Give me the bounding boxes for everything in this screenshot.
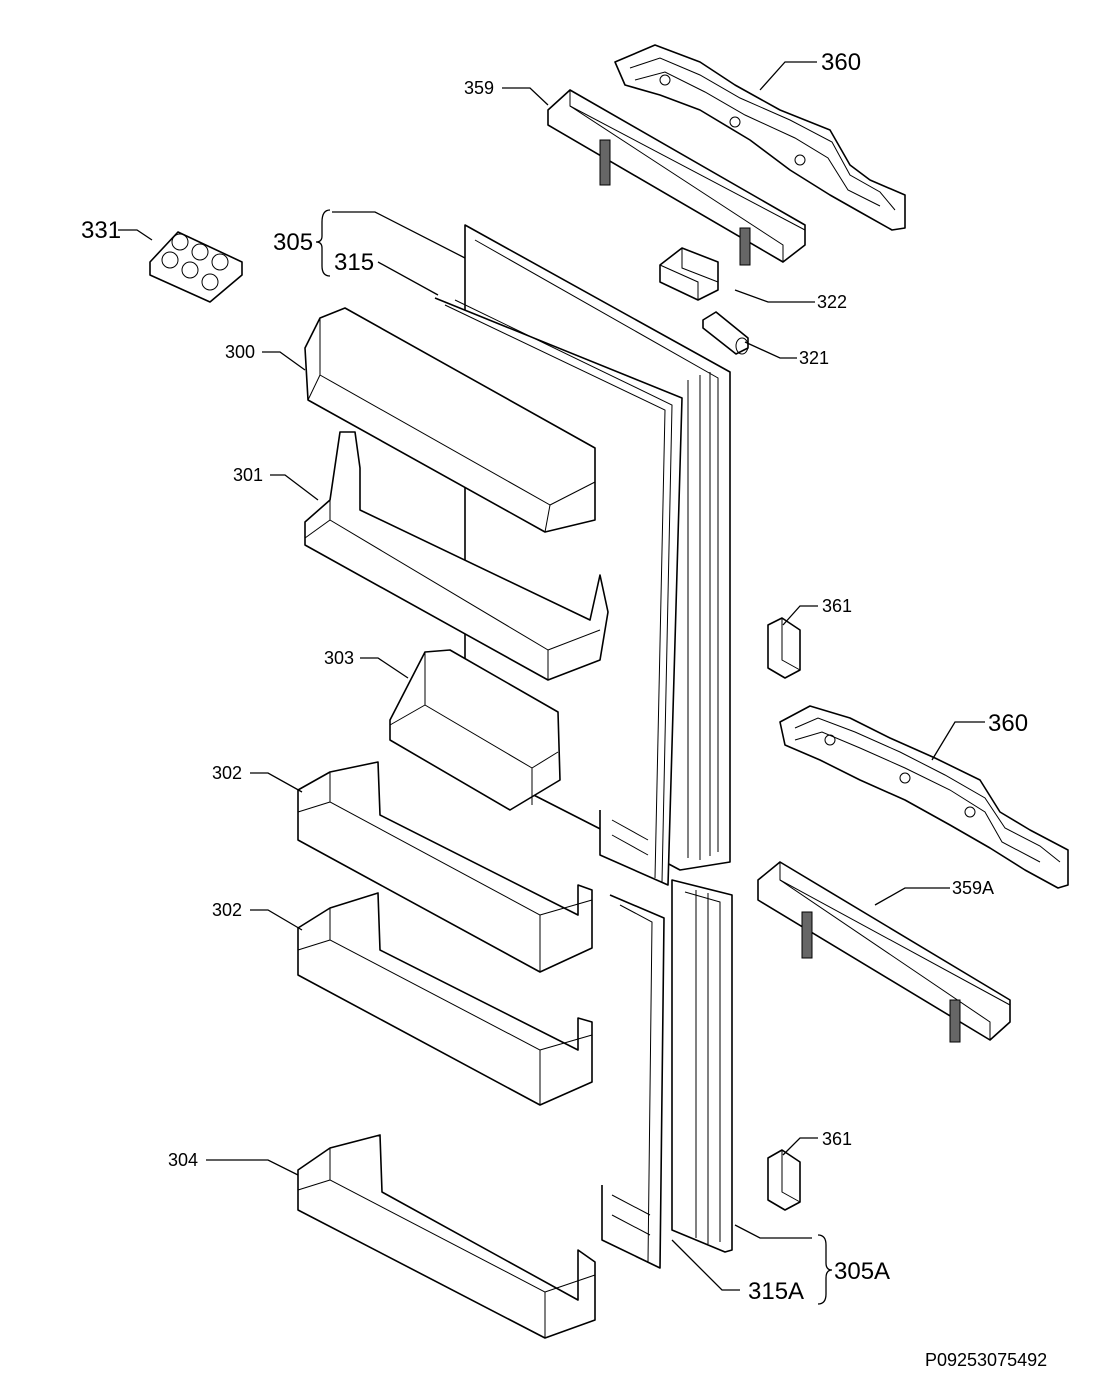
label-361-upper: 361 bbox=[822, 596, 852, 616]
door-handle-359A bbox=[757, 861, 1011, 1043]
door-bin-302-upper bbox=[297, 761, 593, 973]
label-302-lower: 302 bbox=[212, 900, 242, 920]
door-bin-302-lower bbox=[297, 892, 593, 1106]
label-359: 359 bbox=[464, 78, 494, 98]
label-321: 321 bbox=[799, 348, 829, 368]
label-305A: 305A bbox=[834, 1258, 890, 1285]
label-360-top: 360 bbox=[821, 49, 861, 76]
label-322: 322 bbox=[817, 292, 847, 312]
door-handle-359 bbox=[547, 89, 806, 266]
label-301: 301 bbox=[233, 465, 263, 485]
hinge-pin-321 bbox=[702, 311, 749, 355]
label-360-middle: 360 bbox=[988, 710, 1028, 737]
clip-361-lower bbox=[767, 1149, 801, 1211]
leader-lines bbox=[118, 61, 985, 1305]
label-315: 315 bbox=[334, 249, 374, 276]
label-305: 305 bbox=[273, 229, 313, 256]
small-bin-303 bbox=[389, 649, 561, 811]
hinge-bracket-360-top bbox=[614, 44, 906, 231]
label-331: 331 bbox=[81, 217, 121, 244]
bottle-bin-304 bbox=[297, 1134, 596, 1339]
label-315A: 315A bbox=[748, 1278, 804, 1305]
lower-door-gasket-315A bbox=[601, 894, 665, 1269]
egg-tray-331 bbox=[149, 231, 243, 303]
hinge-bracket-360-middle bbox=[779, 705, 1069, 889]
diagram-reference-code: P09253075492 bbox=[925, 1350, 1047, 1370]
hinge-cover-322 bbox=[659, 247, 719, 301]
label-302-upper: 302 bbox=[212, 763, 242, 783]
door-shelf-301 bbox=[304, 431, 609, 681]
label-300: 300 bbox=[225, 342, 255, 362]
lower-door-frame-305A bbox=[671, 879, 733, 1253]
clip-361-upper bbox=[767, 617, 801, 679]
label-304: 304 bbox=[168, 1150, 198, 1170]
dairy-compartment-300 bbox=[304, 307, 596, 533]
label-303: 303 bbox=[324, 648, 354, 668]
label-359A: 359A bbox=[952, 878, 994, 898]
label-361-lower: 361 bbox=[822, 1129, 852, 1149]
